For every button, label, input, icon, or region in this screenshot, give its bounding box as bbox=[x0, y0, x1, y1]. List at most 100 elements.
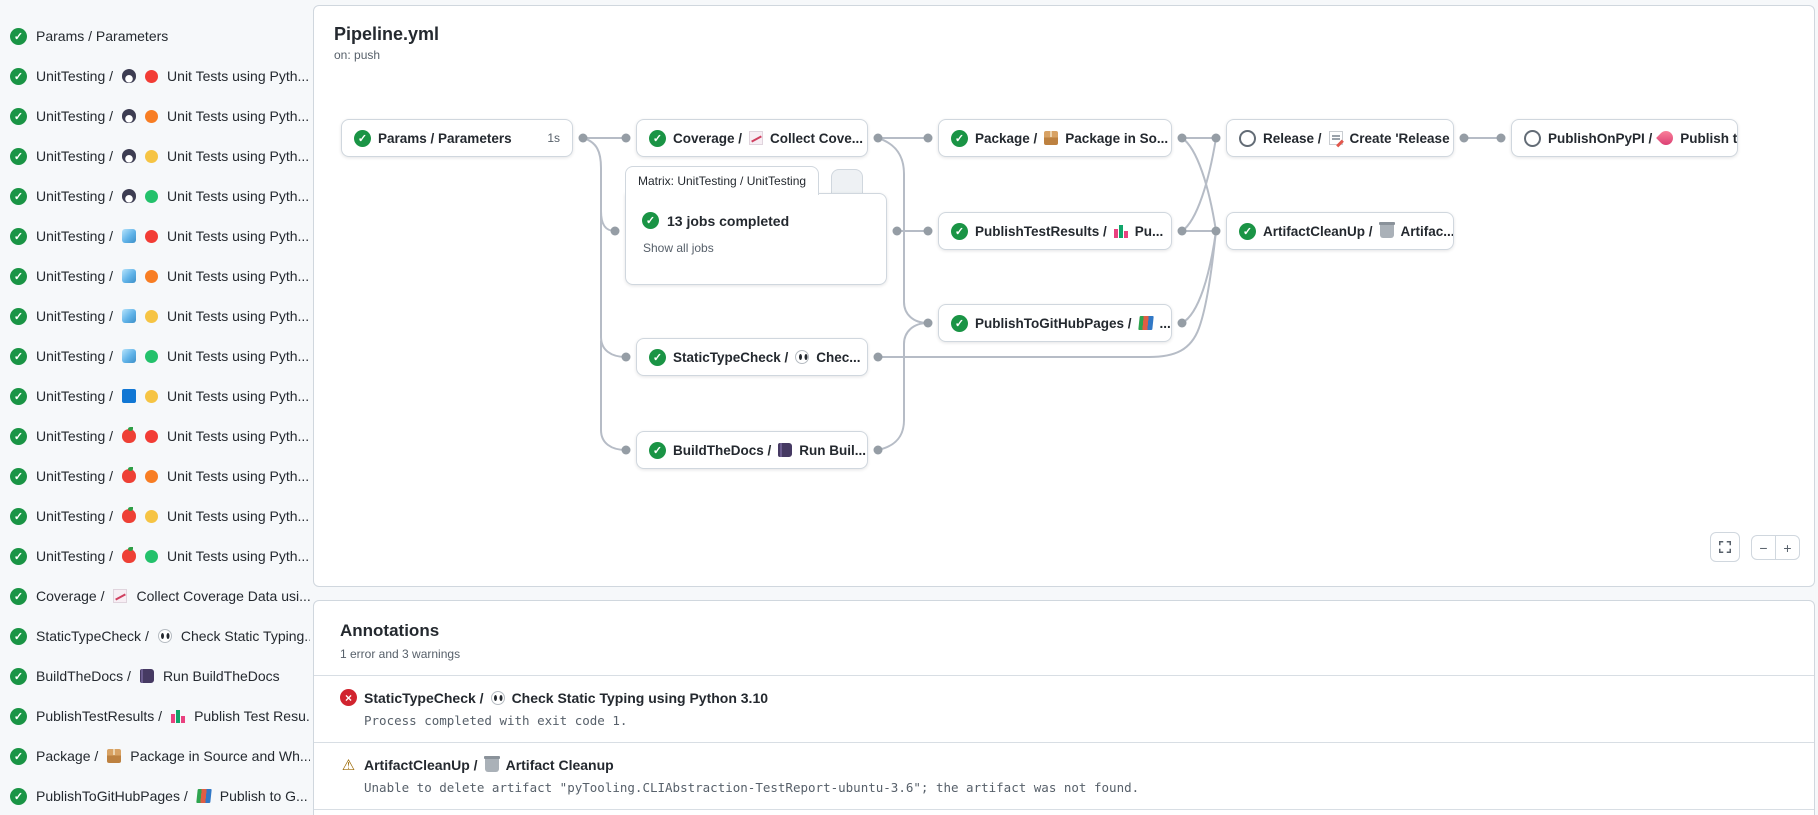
sidebar-job-item[interactable]: ✓ UnitTesting / Unit Tests using Pyth... bbox=[10, 296, 310, 336]
zoom-out-button[interactable]: − bbox=[1751, 535, 1776, 560]
sidebar-job-item[interactable]: ✓ UnitTesting / Unit Tests using Pyth... bbox=[10, 256, 310, 296]
sidebar-job-item[interactable]: ✓ BuildTheDocs / Run BuildTheDocs bbox=[10, 656, 310, 696]
node-package[interactable]: ✓ Package / Package in So... 25s bbox=[938, 119, 1172, 157]
node-job-label: Package in So... bbox=[1065, 130, 1169, 146]
warning-icon: ⚠ bbox=[341, 756, 356, 774]
success-check-icon: ✓ bbox=[10, 507, 27, 525]
job-workflow-label: UnitTesting / bbox=[36, 228, 114, 244]
rocket-icon bbox=[1656, 128, 1677, 148]
workflow-graph-card: Pipeline.yml on: push bbox=[313, 5, 1815, 587]
annotations-title: Annotations bbox=[340, 621, 440, 640]
success-check-icon: ✓ bbox=[10, 707, 27, 725]
node-workflow-label: BuildTheDocs / bbox=[673, 442, 772, 458]
sidebar-job-item[interactable]: ✓ UnitTesting / Unit Tests using Pyth... bbox=[10, 56, 310, 96]
node-params[interactable]: ✓ Params / Parameters 1s bbox=[341, 119, 573, 157]
node-artifact-cleanup[interactable]: ✓ ArtifactCleanUp / Artifac... 3s bbox=[1226, 212, 1454, 250]
success-check-icon: ✓ bbox=[10, 347, 27, 365]
sidebar-job-item[interactable]: ✓ Coverage / Collect Coverage Data usi..… bbox=[10, 576, 310, 616]
job-workflow-label: UnitTesting / bbox=[36, 428, 114, 444]
sidebar-job-item[interactable]: ✓ UnitTesting / Unit Tests using Pyth... bbox=[10, 496, 310, 536]
show-all-jobs-link[interactable]: Show all jobs bbox=[643, 241, 714, 255]
success-check-icon: ✓ bbox=[10, 387, 27, 405]
python-version-dot bbox=[145, 109, 159, 123]
apple-icon bbox=[122, 427, 137, 443]
annotation-row: × StaticTypeCheck / Check Static Typing … bbox=[314, 675, 1814, 742]
sidebar-job-item[interactable]: ✓ UnitTesting / Unit Tests using Pyth... bbox=[10, 416, 310, 456]
annotation-job-prefix[interactable]: StaticTypeCheck / bbox=[364, 689, 484, 706]
node-build-the-docs[interactable]: ✓ BuildTheDocs / Run Buil... 47s bbox=[636, 431, 868, 469]
python-version-dot bbox=[145, 269, 159, 283]
success-check-icon: ✓ bbox=[10, 187, 27, 205]
annotation-job-title[interactable]: Check Static Typing using Python 3.10 bbox=[511, 689, 769, 706]
node-publish-test-results[interactable]: ✓ PublishTestResults / Pu... 17s bbox=[938, 212, 1172, 250]
matrix-tab[interactable]: Matrix: UnitTesting / UnitTesting bbox=[625, 166, 820, 195]
job-name-label: Unit Tests using Pyth... bbox=[167, 308, 310, 324]
sidebar-job-item[interactable]: ✓ UnitTesting / Unit Tests using Pyth... bbox=[10, 216, 310, 256]
node-job-label: Chec... bbox=[816, 349, 861, 365]
python-version-dot bbox=[145, 509, 159, 523]
job-workflow-label: UnitTesting / bbox=[36, 148, 114, 164]
sidebar-job-item[interactable]: ✓ UnitTesting / Unit Tests using Pyth... bbox=[10, 136, 310, 176]
node-workflow-label: ArtifactCleanUp / bbox=[1263, 223, 1373, 239]
success-check-icon: ✓ bbox=[951, 222, 968, 240]
apple-icon bbox=[122, 467, 137, 483]
job-name-label: Unit Tests using Pyth... bbox=[167, 268, 310, 284]
node-coverage[interactable]: ✓ Coverage / Collect Cove... 25s bbox=[636, 119, 868, 157]
job-workflow-label: Params / Parameters bbox=[36, 28, 169, 44]
books-icon bbox=[196, 789, 212, 803]
fullscreen-button[interactable] bbox=[1710, 532, 1740, 562]
sidebar-job-item[interactable]: ✓ UnitTesting / Unit Tests using Pyth... bbox=[10, 96, 310, 136]
job-workflow-label: UnitTesting / bbox=[36, 308, 114, 324]
sidebar-job-item[interactable]: ✓ UnitTesting / Unit Tests using Pyth... bbox=[10, 536, 310, 576]
sidebar-job-item[interactable]: ✓ PublishTestResults / Publish Test Resu… bbox=[10, 696, 310, 736]
success-check-icon: ✓ bbox=[10, 27, 27, 45]
annotations-summary: 1 error and 3 warnings bbox=[340, 647, 461, 661]
success-check-icon: ✓ bbox=[10, 787, 27, 805]
sidebar-job-item[interactable]: ✓ Params / Parameters bbox=[10, 16, 310, 56]
sidebar-job-item[interactable]: ✓ UnitTesting / Unit Tests using Pyth... bbox=[10, 456, 310, 496]
node-publish-to-github-pages[interactable]: ✓ PublishToGitHubPages / ... 13s bbox=[938, 304, 1172, 342]
sidebar-job-item[interactable]: ✓ UnitTesting / Unit Tests using Pyth... bbox=[10, 376, 310, 416]
job-workflow-label: PublishTestResults / bbox=[36, 708, 163, 724]
job-workflow-label: UnitTesting / bbox=[36, 68, 114, 84]
barchart-icon bbox=[171, 709, 186, 723]
sidebar-job-item[interactable]: ✓ PublishToGitHubPages / Publish to G... bbox=[10, 776, 310, 815]
job-name-label: Unit Tests using Pyth... bbox=[167, 188, 310, 204]
workflow-trigger-label: on: push bbox=[334, 48, 381, 62]
penguin-icon bbox=[122, 189, 137, 203]
node-job-label: ... bbox=[1159, 315, 1171, 331]
cube-icon bbox=[122, 309, 137, 323]
job-workflow-label: UnitTesting / bbox=[36, 188, 114, 204]
node-workflow-label: PublishOnPyPI / bbox=[1548, 130, 1653, 146]
node-publish-on-pypi[interactable]: PublishOnPyPI / Publish to ... bbox=[1511, 119, 1738, 157]
job-workflow-label: Package / bbox=[36, 748, 99, 764]
matrix-secondary-tab[interactable] bbox=[831, 169, 863, 195]
success-check-icon: ✓ bbox=[10, 107, 27, 125]
node-workflow-label: Package / bbox=[975, 130, 1038, 146]
job-workflow-label: PublishToGitHubPages / bbox=[36, 788, 188, 804]
success-check-icon: ✓ bbox=[10, 547, 27, 565]
sidebar-job-item[interactable]: ✓ UnitTesting / Unit Tests using Pyth... bbox=[10, 176, 310, 216]
python-version-dot bbox=[145, 549, 159, 563]
matrix-status: ✓ 13 jobs completed bbox=[642, 212, 870, 229]
annotation-job-prefix[interactable]: ArtifactCleanUp / bbox=[364, 756, 478, 773]
notebook-icon bbox=[139, 669, 154, 683]
success-check-icon: ✓ bbox=[1239, 222, 1256, 240]
node-release[interactable]: Release / Create 'Release P... bbox=[1226, 119, 1454, 157]
chart-icon bbox=[749, 131, 764, 145]
penguin-icon bbox=[122, 109, 137, 123]
sidebar-job-item[interactable]: ✓ Package / Package in Source and Wh... bbox=[10, 736, 310, 776]
node-static-type-check[interactable]: ✓ StaticTypeCheck / Chec... 13s bbox=[636, 338, 868, 376]
node-workflow-label: Coverage / bbox=[673, 130, 743, 146]
notebook-icon bbox=[778, 443, 793, 457]
sidebar-job-item[interactable]: ✓ StaticTypeCheck / Check Static Typing.… bbox=[10, 616, 310, 656]
node-duration: 1s bbox=[547, 131, 560, 145]
annotation-job-title[interactable]: Artifact Cleanup bbox=[505, 756, 614, 773]
trash-icon bbox=[1378, 222, 1395, 238]
node-workflow-label: Release / bbox=[1263, 130, 1322, 146]
success-check-icon: ✓ bbox=[649, 441, 666, 459]
zoom-in-button[interactable]: + bbox=[1775, 535, 1800, 560]
graph-connectors bbox=[578, 133, 1506, 455]
sidebar-job-item[interactable]: ✓ UnitTesting / Unit Tests using Pyth... bbox=[10, 336, 310, 376]
job-name-label: Unit Tests using Pyth... bbox=[167, 468, 310, 484]
